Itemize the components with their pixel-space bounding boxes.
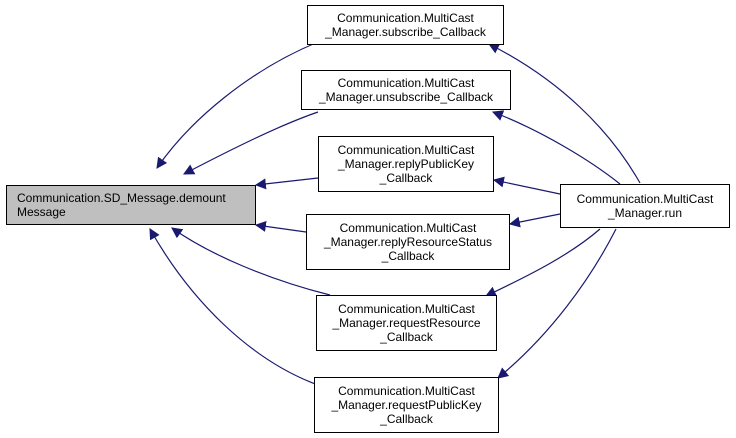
node-request-public-key-callback-line-1: Communication.MultiCast xyxy=(338,384,475,398)
edge-replyResourceStatus-to-demount xyxy=(254,220,307,233)
node-request-public-key-callback-line-3: _Callback xyxy=(380,412,433,426)
edge-run-to-replyResourceStatus xyxy=(508,213,561,228)
edge-run-to-requestResource xyxy=(485,228,601,297)
node-reply-resource-status-callback[interactable]: Communication.MultiCast _Manager.replyRe… xyxy=(306,214,510,270)
node-request-resource-callback-line-1: Communication.MultiCast xyxy=(338,302,475,316)
node-reply-resource-status-callback-line-1: Communication.MultiCast xyxy=(339,221,477,235)
node-subscribe-callback[interactable]: Communication.MultiCast _Manager.subscri… xyxy=(307,5,504,45)
node-demount-message[interactable]: Communication.SD_Message.demount Message xyxy=(6,185,256,225)
edge-requestResource-to-demount xyxy=(171,227,331,296)
node-request-resource-callback-line-3: _Callback xyxy=(380,330,433,344)
edge-run-to-subscribe xyxy=(488,43,641,184)
node-reply-resource-status-callback-line-2: _Manager.replyResourceStatus xyxy=(323,235,493,249)
edge-subscribe-to-demount xyxy=(156,41,319,169)
node-subscribe-callback-line-1: Communication.MultiCast xyxy=(337,11,474,25)
node-reply-resource-status-callback-line-3: _Callback xyxy=(381,249,435,263)
node-reply-public-key-callback[interactable]: Communication.MultiCast _Manager.replyPu… xyxy=(318,136,494,192)
node-reply-public-key-callback-line-2: _Manager.replyPublicKey xyxy=(337,157,475,171)
node-unsubscribe-callback[interactable]: Communication.MultiCast _Manager.unsubsc… xyxy=(301,70,511,110)
node-run[interactable]: Communication.MultiCast _Manager.run xyxy=(560,184,730,228)
node-reply-public-key-callback-line-3: _Callback xyxy=(379,171,433,185)
edge-run-to-replyPublicKey xyxy=(492,176,561,195)
node-unsubscribe-callback-line-2: _Manager.unsubscribe_Callback xyxy=(318,90,494,104)
node-reply-public-key-callback-line-1: Communication.MultiCast xyxy=(337,143,475,157)
node-unsubscribe-callback-line-1: Communication.MultiCast xyxy=(337,76,475,90)
node-request-resource-callback-line-2: _Manager.requestResource xyxy=(332,316,481,330)
node-run-line-1: Communication.MultiCast xyxy=(576,192,714,206)
edge-run-to-requestPublicKey xyxy=(497,228,617,379)
node-subscribe-callback-line-2: _Manager.subscribe_Callback xyxy=(325,25,486,39)
node-demount-message-line-2: Message xyxy=(17,205,66,219)
node-demount-message-line-1: Communication.SD_Message.demount xyxy=(17,191,226,205)
edge-run-to-unsubscribe xyxy=(491,110,621,185)
node-run-line-2: _Manager.run xyxy=(607,206,683,220)
node-request-public-key-callback-line-2: _Manager.requestPublicKey xyxy=(331,398,482,412)
edge-replyPublicKey-to-demount xyxy=(254,177,319,190)
edge-requestPublicKey-to-demount xyxy=(149,228,319,386)
node-request-resource-callback[interactable]: Communication.MultiCast _Manager.request… xyxy=(316,295,497,351)
edge-unsubscribe-to-demount xyxy=(183,111,319,175)
node-request-public-key-callback[interactable]: Communication.MultiCast _Manager.request… xyxy=(314,377,499,433)
